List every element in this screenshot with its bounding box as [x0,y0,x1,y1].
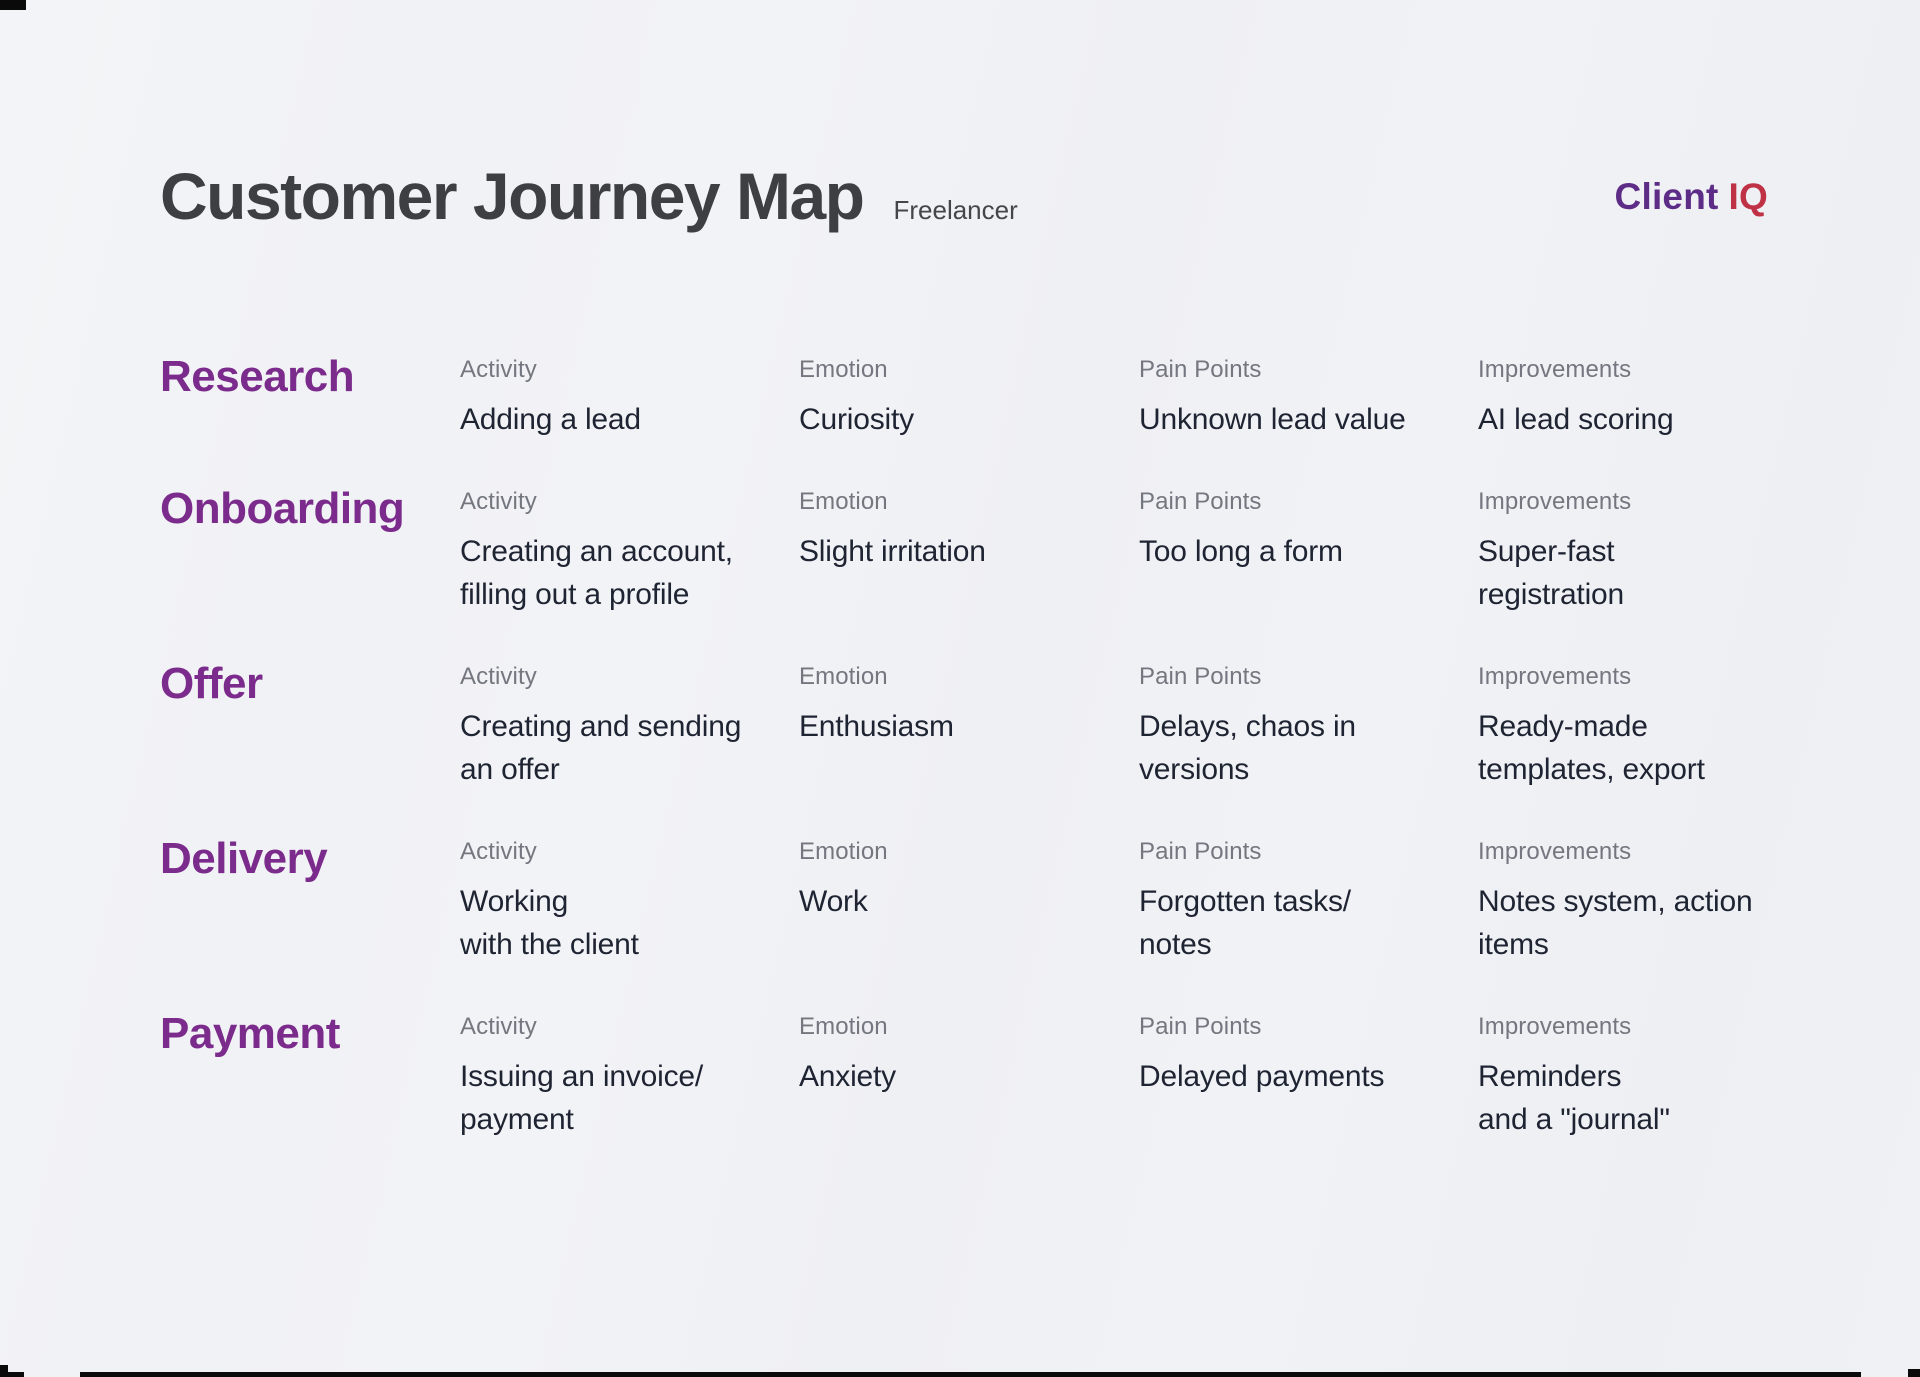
activity-value: Creating and sending an offer [460,710,742,786]
improvements-cell: Improvements Notes system, action items [1478,837,1800,966]
journey-row-delivery: Delivery Activity Working with the clien… [160,837,1800,966]
column-label-pain-points: Pain Points [1139,488,1262,515]
stage-label: Payment [160,1009,340,1058]
emotion-cell: Emotion Slight irritation [799,487,1139,573]
screen-edge-artifact-bottom-right [1908,1369,1920,1377]
page-header: Customer Journey Map Freelancer [160,160,1018,233]
emotion-value: Anxiety [799,1060,896,1093]
pain-points-cell: Pain Points Forgotten tasks/ notes [1139,837,1478,966]
stage-label: Research [160,352,355,401]
activity-value: Working with the client [460,885,639,961]
improvements-value: Super-fast registration [1478,535,1625,611]
stage-label: Delivery [160,834,328,883]
logo-text-client: Client [1614,176,1719,217]
journey-row-onboarding: Onboarding Activity Creating an account,… [160,487,1800,616]
pain-points-value: Delayed payments [1139,1060,1385,1093]
page-subtitle: Freelancer [893,195,1018,225]
column-label-improvements: Improvements [1478,663,1632,690]
column-label-pain-points: Pain Points [1139,838,1262,865]
emotion-cell: Emotion Enthusiasm [799,662,1139,748]
improvements-value: Reminders and a "journal" [1478,1060,1670,1136]
column-label-improvements: Improvements [1478,356,1632,383]
page-title: Customer Journey Map [160,159,865,233]
column-label-activity: Activity [460,838,537,865]
column-label-activity: Activity [460,663,537,690]
column-label-pain-points: Pain Points [1139,663,1262,690]
pain-points-value: Forgotten tasks/ notes [1139,885,1351,961]
column-label-emotion: Emotion [799,356,888,383]
column-label-pain-points: Pain Points [1139,356,1262,383]
improvements-value: Notes system, action items [1478,885,1753,961]
activity-value: Issuing an invoice/ payment [460,1060,704,1136]
pain-points-cell: Pain Points Too long a form [1139,487,1478,573]
improvements-cell: Improvements Super-fast registration [1478,487,1800,616]
journey-rows: Research Activity Adding a lead Emotion … [160,355,1800,1187]
emotion-value: Curiosity [799,403,914,436]
emotion-value: Enthusiasm [799,710,954,743]
improvements-value: Ready-made templates, export [1478,710,1705,786]
logo-text-iq: IQ [1728,176,1768,217]
improvements-value: AI lead scoring [1478,403,1674,436]
activity-cell: Activity Working with the client [460,837,799,966]
pain-points-value: Too long a form [1139,535,1343,568]
column-label-improvements: Improvements [1478,488,1632,515]
journey-row-research: Research Activity Adding a lead Emotion … [160,355,1800,441]
emotion-value: Slight irritation [799,535,986,568]
activity-cell: Activity Creating an account, filling ou… [460,487,799,616]
column-label-emotion: Emotion [799,1013,888,1040]
screen-edge-artifact-bottom-bar [80,1372,1861,1377]
column-label-emotion: Emotion [799,488,888,515]
activity-value: Creating an account, filling out a profi… [460,535,733,611]
emotion-cell: Emotion Work [799,837,1139,923]
column-label-activity: Activity [460,488,537,515]
journey-row-offer: Offer Activity Creating and sending an o… [160,662,1800,791]
emotion-value: Work [799,885,868,918]
column-label-activity: Activity [460,356,537,383]
journey-row-payment: Payment Activity Issuing an invoice/ pay… [160,1012,1800,1141]
emotion-cell: Emotion Curiosity [799,355,1139,441]
stage-label: Onboarding [160,484,405,533]
screen-edge-artifact-top-left [0,0,26,10]
pain-points-cell: Pain Points Delays, chaos in versions [1139,662,1478,791]
emotion-cell: Emotion Anxiety [799,1012,1139,1098]
activity-cell: Activity Issuing an invoice/ payment [460,1012,799,1141]
pain-points-cell: Pain Points Unknown lead value [1139,355,1478,441]
pain-points-value: Delays, chaos in versions [1139,710,1356,786]
column-label-emotion: Emotion [799,838,888,865]
column-label-pain-points: Pain Points [1139,1013,1262,1040]
activity-cell: Activity Creating and sending an offer [460,662,799,791]
pain-points-cell: Pain Points Delayed payments [1139,1012,1478,1098]
improvements-cell: Improvements Reminders and a "journal" [1478,1012,1800,1141]
column-label-improvements: Improvements [1478,1013,1632,1040]
column-label-improvements: Improvements [1478,838,1632,865]
improvements-cell: Improvements Ready-made templates, expor… [1478,662,1800,791]
activity-value: Adding a lead [460,403,641,436]
column-label-activity: Activity [460,1013,537,1040]
improvements-cell: Improvements AI lead scoring [1478,355,1800,441]
pain-points-value: Unknown lead value [1139,403,1406,436]
stage-label: Offer [160,659,263,708]
activity-cell: Activity Adding a lead [460,355,799,441]
screen-edge-artifact-bottom-left-bar [0,1372,24,1377]
column-label-emotion: Emotion [799,663,888,690]
screen-edge-artifact-bottom-left [0,1365,8,1375]
